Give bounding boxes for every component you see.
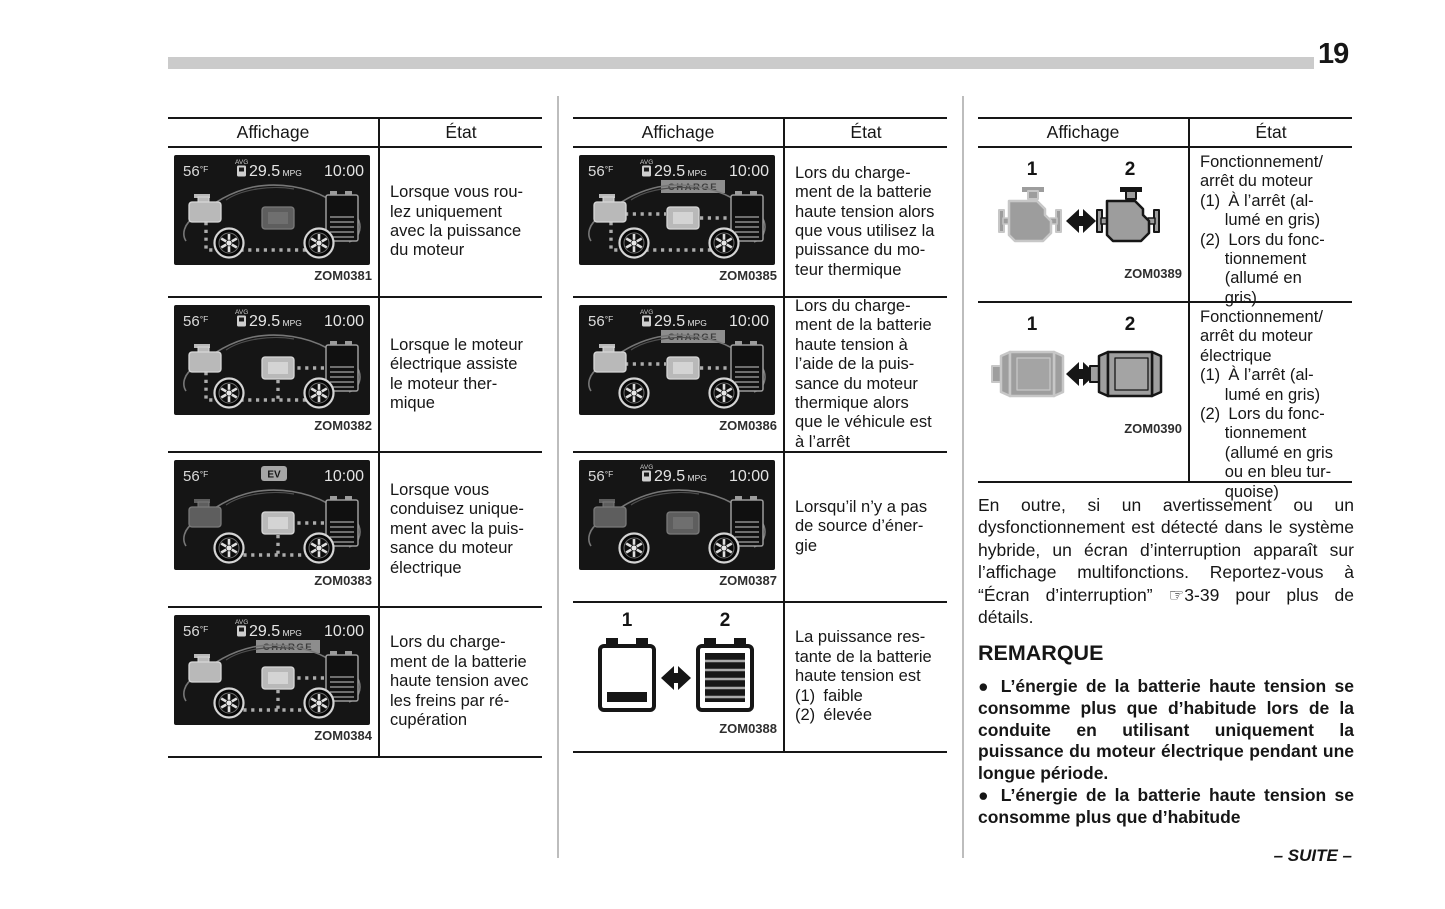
state-text: Lorsque vous conduisez unique- ment avec… — [390, 480, 524, 577]
svg-text:10:00: 10:00 — [324, 623, 364, 640]
state-text: Lorsqu’il n’y a pas de source d’éner- gi… — [795, 497, 928, 555]
header-affichage: Affichage — [236, 122, 310, 142]
state-text: Lors du charge- ment de la batterie haut… — [795, 163, 935, 279]
svg-text:1: 1 — [622, 610, 633, 631]
header-etat: État — [783, 119, 947, 146]
svg-text:2: 2 — [1125, 159, 1136, 180]
figure-code: ZOM0382 — [314, 418, 372, 433]
svg-text:29.5 MPG: 29.5 MPG — [249, 163, 302, 180]
state-text: Lorsque vous rou- lez uniquement avec la… — [390, 183, 523, 260]
remark-list: ● L’énergie de la batterie haute tension… — [978, 676, 1354, 829]
figure-code: ZOM0381 — [314, 268, 372, 283]
svg-text:AVG: AVG — [640, 464, 653, 471]
top-rule — [168, 57, 1314, 69]
svg-text:10:00: 10:00 — [324, 313, 364, 330]
svg-text:29.5 MPG: 29.5 MPG — [654, 313, 707, 330]
state-text: Fonctionnement/ arrêt du moteur (1) À l’… — [1200, 153, 1325, 307]
body-paragraph: En outre, si un avertissement ou un dysf… — [978, 495, 1354, 628]
column-separator — [557, 96, 559, 858]
header-etat: État — [1188, 119, 1352, 146]
svg-text:AVG: AVG — [235, 159, 248, 166]
state-text: Lorsque le moteur électrique assiste le … — [390, 335, 523, 412]
svg-text:10:00: 10:00 — [324, 163, 364, 180]
continuation-marker: – SUITE – — [1273, 846, 1352, 865]
figure-code: ZOM0384 — [314, 728, 372, 743]
svg-text:29.5 MPG: 29.5 MPG — [249, 623, 302, 640]
svg-text:10:00: 10:00 — [729, 468, 769, 485]
svg-text:2: 2 — [720, 610, 731, 631]
header-affichage: Affichage — [641, 122, 715, 142]
svg-text:1: 1 — [1027, 159, 1038, 180]
table-header: Affichage État — [573, 119, 947, 148]
svg-text:10:00: 10:00 — [729, 313, 769, 330]
figure-code: ZOM0383 — [314, 573, 372, 588]
svg-text:AVG: AVG — [640, 309, 653, 316]
svg-text:EV: EV — [267, 470, 281, 481]
svg-text:10:00: 10:00 — [324, 468, 364, 485]
svg-text:AVG: AVG — [640, 159, 653, 166]
header-etat: État — [378, 119, 542, 146]
figure-code: ZOM0385 — [719, 268, 777, 283]
svg-text:29.5 MPG: 29.5 MPG — [249, 313, 302, 330]
svg-text:1: 1 — [1027, 314, 1038, 335]
svg-text:AVG: AVG — [235, 619, 248, 626]
figure-code: ZOM0390 — [1124, 421, 1182, 436]
figure-code: ZOM0387 — [719, 573, 777, 588]
table-header: Affichage État — [978, 119, 1352, 148]
remark-item: ● L’énergie de la batterie haute tension… — [978, 784, 1354, 827]
figure-code: ZOM0389 — [1124, 266, 1182, 281]
svg-text:29.5 MPG: 29.5 MPG — [654, 468, 707, 485]
svg-text:2: 2 — [1125, 314, 1136, 335]
state-text: Lors du charge- ment de la batterie haut… — [795, 296, 932, 451]
page-number: 19 — [1318, 38, 1349, 70]
state-text: Lors du charge- ment de la batterie haut… — [390, 633, 529, 730]
table-header: Affichage État — [168, 119, 542, 148]
state-text: La puissance res- tante de la batterie h… — [795, 628, 932, 725]
figure-code: ZOM0388 — [719, 721, 777, 736]
svg-text:10:00: 10:00 — [729, 163, 769, 180]
remark-heading: REMARQUE — [978, 641, 1104, 665]
column-separator — [962, 96, 964, 858]
figure-code: ZOM0386 — [719, 418, 777, 433]
header-affichage: Affichage — [1046, 122, 1120, 142]
remark-item: ● L’énergie de la batterie haute tension… — [978, 676, 1354, 784]
svg-text:AVG: AVG — [235, 309, 248, 316]
state-text: Fonctionnement/ arrêt du moteur électriq… — [1200, 308, 1333, 501]
svg-text:29.5 MPG: 29.5 MPG — [654, 163, 707, 180]
